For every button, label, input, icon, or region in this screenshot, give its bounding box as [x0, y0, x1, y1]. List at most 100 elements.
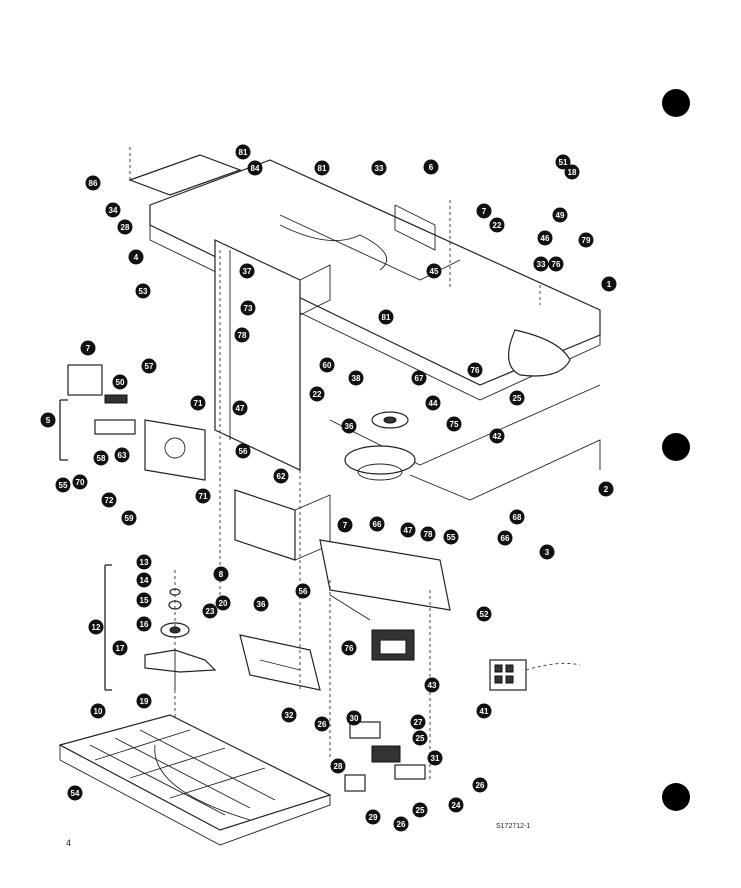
hinge-plate	[144, 419, 206, 481]
fan-motor	[371, 629, 415, 661]
svg-text:22: 22	[493, 221, 502, 230]
svg-text:36: 36	[257, 600, 266, 609]
callout-18: 18	[564, 164, 580, 180]
svg-text:20: 20	[219, 599, 228, 608]
binder-hole-top	[662, 89, 690, 117]
callout-5: 5	[40, 412, 56, 428]
callout-26b: 25	[412, 802, 428, 818]
svg-text:19: 19	[140, 697, 149, 706]
svg-text:60: 60	[323, 361, 332, 370]
callout-32: 29	[365, 809, 381, 825]
svg-text:50: 50	[116, 378, 125, 387]
svg-text:56: 56	[239, 447, 248, 456]
svg-text:66: 66	[373, 520, 382, 529]
svg-text:33: 33	[537, 260, 546, 269]
svg-text:17: 17	[116, 644, 125, 653]
callout-26: 25	[509, 390, 525, 406]
latch-assembly	[59, 364, 136, 461]
svg-text:15: 15	[140, 596, 149, 605]
svg-text:73: 73	[244, 304, 253, 313]
callout-17: 17	[112, 640, 128, 656]
svg-text:58: 58	[97, 454, 106, 463]
callout-87: 78	[420, 526, 436, 542]
svg-text:33: 33	[375, 164, 384, 173]
binder-hole-middle	[662, 433, 690, 461]
svg-text:46: 46	[541, 234, 550, 243]
callout-53: 50	[112, 374, 128, 390]
svg-text:36: 36	[345, 422, 354, 431]
callout-36: 33	[371, 160, 387, 176]
callout-56: 53	[135, 283, 151, 299]
callout-12: 12	[88, 619, 104, 635]
svg-text:16: 16	[140, 620, 149, 629]
callout-46: 43	[424, 677, 440, 693]
svg-text:29: 29	[369, 813, 378, 822]
callout-52: 49	[552, 207, 568, 223]
callout-28b: 26	[472, 777, 488, 793]
callout-45: 42	[489, 428, 505, 444]
callout-22: 22	[489, 217, 505, 233]
callout-42: 38	[348, 370, 364, 386]
callout-60: 57	[141, 358, 157, 374]
svg-text:41: 41	[480, 707, 489, 716]
assembly-guides	[174, 200, 541, 780]
callout-77: 71	[190, 395, 206, 411]
stirrer-blade	[144, 649, 217, 690]
svg-text:55: 55	[447, 533, 456, 542]
svg-text:49: 49	[556, 211, 565, 220]
svg-text:7: 7	[86, 344, 91, 353]
svg-text:71: 71	[194, 399, 203, 408]
callout-71: 66	[497, 530, 513, 546]
svg-text:75: 75	[450, 420, 459, 429]
svg-text:10: 10	[94, 707, 103, 716]
top-panel	[149, 159, 601, 401]
svg-text:71: 71	[199, 492, 208, 501]
stirrer-motor-assembly	[104, 564, 190, 691]
svg-text:32: 32	[285, 711, 294, 720]
svg-text:30: 30	[350, 714, 359, 723]
svg-text:84: 84	[251, 164, 260, 173]
callout-79: 72	[101, 492, 117, 508]
svg-text:6: 6	[429, 163, 434, 172]
callout-13: 13	[136, 554, 152, 570]
svg-text:12: 12	[92, 623, 101, 632]
svg-text:26: 26	[476, 781, 485, 790]
oven-cavity	[344, 445, 416, 481]
callout-25: 24	[448, 797, 464, 813]
callout-28c: 26	[393, 816, 409, 832]
svg-text:42: 42	[493, 432, 502, 441]
svg-text:53: 53	[139, 287, 148, 296]
callout-8: 7	[476, 203, 492, 219]
svg-text:56: 56	[299, 587, 308, 596]
callout-57: 54	[67, 785, 83, 801]
callout-90: 84	[247, 160, 263, 176]
callout-50: 47	[232, 400, 248, 416]
callout-19: 19	[136, 693, 152, 709]
callout-44: 41	[476, 703, 492, 719]
drawing-code: S172712-1	[496, 823, 530, 830]
svg-text:24: 24	[452, 801, 461, 810]
callout-59: 56	[235, 443, 251, 459]
svg-text:47: 47	[404, 526, 413, 535]
interlock-switches	[344, 721, 426, 792]
svg-text:8: 8	[219, 570, 224, 579]
callout-82a: 81	[235, 144, 251, 160]
callout-35: 32	[281, 707, 297, 723]
callout-48: 45	[426, 263, 442, 279]
callout-33: 30	[346, 710, 362, 726]
svg-text:14: 14	[140, 576, 149, 585]
callout-84b: 76	[467, 362, 483, 378]
callout-38: 34	[105, 202, 121, 218]
callout-86: 78	[234, 327, 250, 343]
callout-10: 10	[90, 703, 106, 719]
callout-64: 62	[273, 468, 289, 484]
callout-30: 28	[117, 219, 133, 235]
callout-92: 86	[85, 175, 101, 191]
svg-text:81: 81	[318, 164, 327, 173]
svg-text:3: 3	[545, 548, 550, 557]
callout-47: 44	[425, 395, 441, 411]
callout-72: 67	[411, 370, 427, 386]
callout-62: 59	[121, 510, 137, 526]
page-number: 4	[66, 838, 71, 848]
svg-text:68: 68	[513, 513, 522, 522]
